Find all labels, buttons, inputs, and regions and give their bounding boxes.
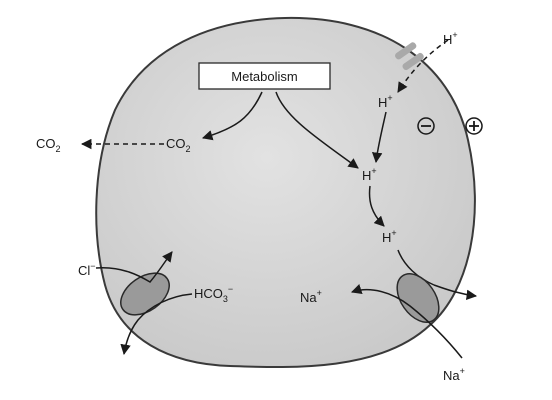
hco3-label: HCO3− <box>194 284 233 304</box>
h-inside-label-3: H+ <box>382 228 397 245</box>
na-outside-label: Na+ <box>443 366 465 383</box>
metabolism-label: Metabolism <box>231 69 297 84</box>
na-entry-arrow <box>351 284 463 359</box>
h-entry-arrow <box>397 39 449 93</box>
na-inside-label: Na+ <box>300 288 322 305</box>
metabolism-to-co2-arrow <box>201 91 263 141</box>
plus-sign-icon <box>465 117 483 135</box>
co2-inside-label: CO2 <box>166 136 191 154</box>
metabolism-box: Metabolism <box>198 62 331 90</box>
cl-label: Cl− <box>78 261 96 278</box>
h-arrow-2 <box>368 185 385 227</box>
h-arrow-3 <box>397 249 435 286</box>
h-outside-label: H+ <box>443 30 458 47</box>
h-exit-arrow <box>433 284 478 301</box>
h-inside-label-1: H+ <box>378 93 393 110</box>
proton-channel <box>395 42 424 71</box>
cl-entry-arrow <box>95 251 173 283</box>
h-inside-label-2: H+ <box>362 166 377 183</box>
cell-membrane <box>95 16 476 369</box>
h-arrow-1 <box>371 111 387 164</box>
minus-sign-icon <box>417 117 435 135</box>
metabolism-to-h-arrow <box>275 91 359 169</box>
hco3-exit-arrow <box>120 293 193 356</box>
na-h-exchanger <box>396 273 440 323</box>
co2-outside-label: CO2 <box>36 136 61 154</box>
